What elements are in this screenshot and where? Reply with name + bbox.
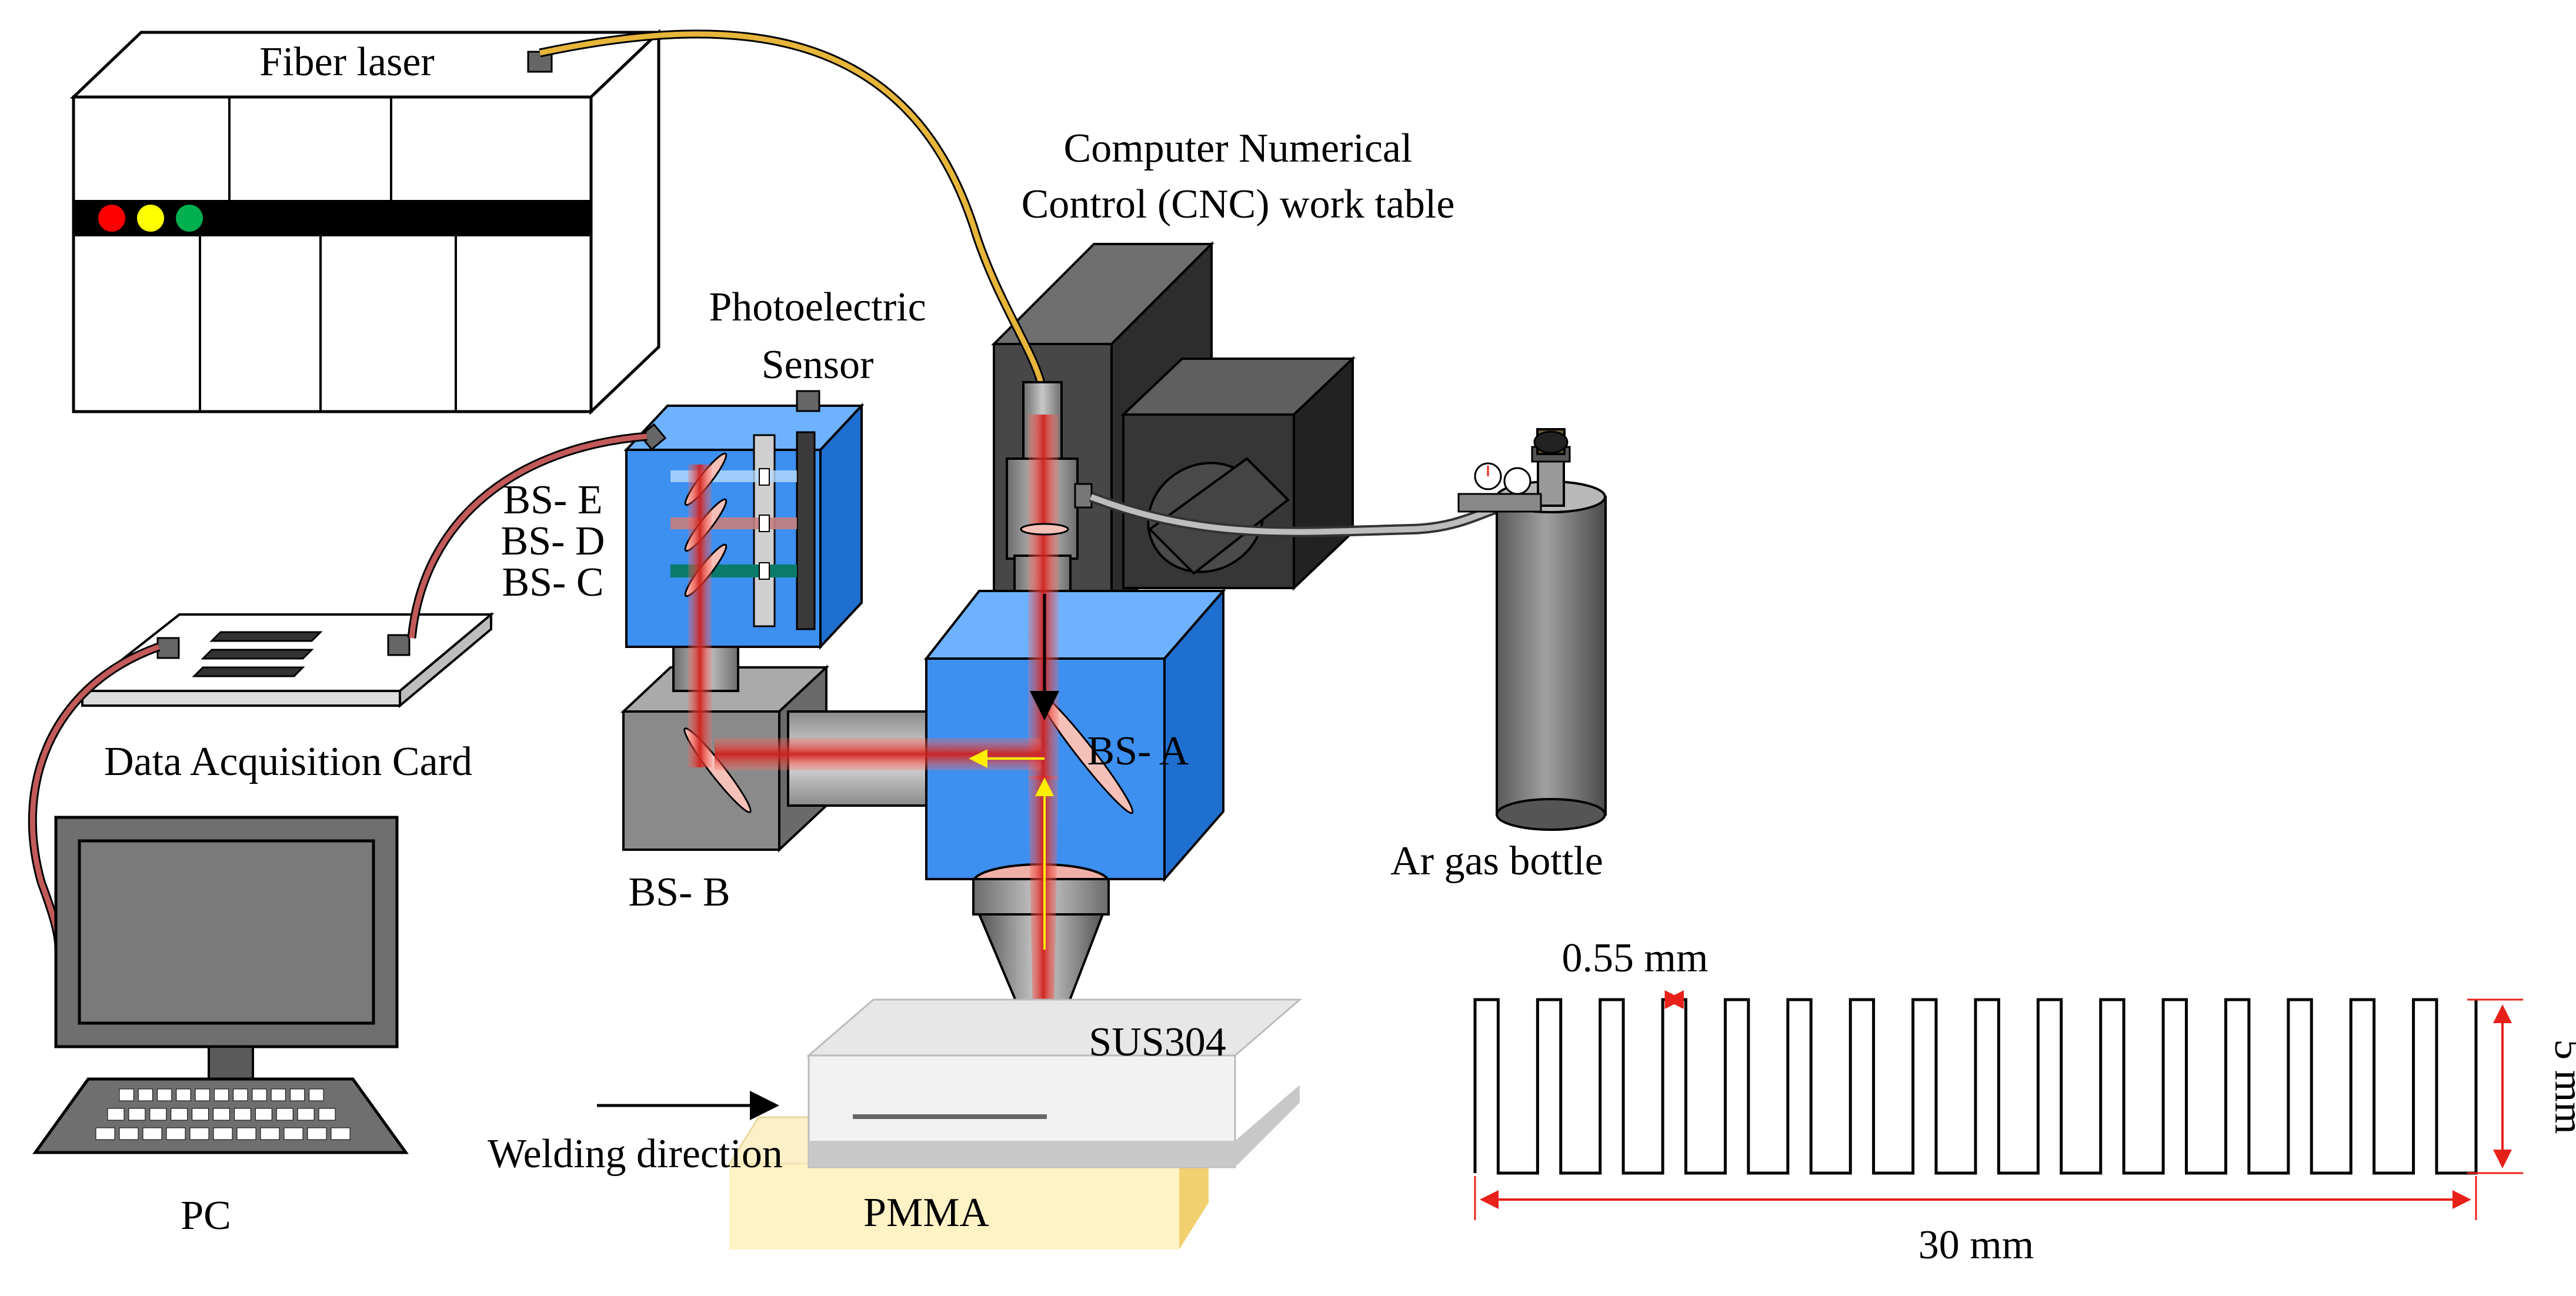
serpentine-path: [1473, 998, 2478, 1175]
keyboard-key: [176, 1088, 191, 1101]
label-bs-d: BS- D: [501, 519, 605, 564]
label-cnc-line1: Computer Numerical: [1064, 126, 1413, 171]
keyboard-key: [142, 1127, 162, 1140]
keyboard-key: [95, 1127, 115, 1140]
keyboard-key: [195, 1088, 210, 1101]
keyboard-key: [189, 1127, 209, 1140]
keyboard-key: [255, 1108, 272, 1121]
label-pmma: PMMA: [863, 1190, 989, 1235]
keyboard-key: [213, 1127, 233, 1140]
keyboard-key: [213, 1108, 230, 1121]
workpiece: [728, 998, 1303, 1250]
label-pc: PC: [181, 1193, 231, 1238]
keyboard-key: [297, 1108, 315, 1121]
weld-pattern: [1473, 998, 2478, 1175]
keyboard-key: [271, 1088, 286, 1101]
keyboard-key: [318, 1108, 336, 1121]
yellow-indicator-icon: [137, 205, 164, 232]
fiber-laser-unit: Fiber laser: [69, 29, 663, 415]
label-bs-e: BS- E: [503, 477, 602, 523]
label-sus304: SUS304: [1089, 1020, 1226, 1065]
dimension-width: [1474, 1176, 2477, 1220]
label-width: 30 mm: [1918, 1222, 2034, 1268]
label-welding-direction: Welding direction: [488, 1131, 783, 1177]
keyboard-key: [138, 1088, 154, 1101]
data-acquisition-card: [79, 612, 495, 709]
laser-beams: [715, 415, 1069, 1070]
keyboard-key: [213, 1088, 229, 1101]
green-indicator-icon: [176, 205, 203, 232]
label-photo-line2: Sensor: [762, 342, 874, 388]
label-height: 5 mm: [2546, 1039, 2576, 1134]
keyboard-key: [309, 1088, 324, 1101]
dimension-height: [2467, 998, 2523, 1174]
pc: [32, 816, 409, 1154]
keyboard-key: [331, 1127, 351, 1140]
bs-a-housing: [923, 587, 1226, 1071]
label-daq: Data Acquisition Card: [104, 739, 472, 784]
keyboard-key: [192, 1108, 209, 1121]
keyboard-key: [107, 1108, 125, 1121]
keyboard-key: [119, 1088, 134, 1101]
keyboard-key: [283, 1127, 303, 1140]
label-gap: 0.55 mm: [1562, 936, 1709, 981]
label-fiber-laser: Fiber laser: [259, 39, 434, 85]
label-ar-gas-bottle: Ar gas bottle: [1390, 839, 1603, 884]
keyboard-key: [307, 1127, 327, 1140]
keyboard-key: [252, 1088, 267, 1101]
red-indicator-icon: [98, 205, 125, 232]
keyboard-key: [289, 1088, 305, 1101]
keyboard-key: [128, 1108, 146, 1121]
ar-gas-bottle: [1457, 428, 1607, 831]
keyboard-key: [119, 1127, 139, 1140]
keyboard-key: [236, 1127, 256, 1140]
label-bs-a: BS- A: [1087, 729, 1189, 774]
keyboard-key: [171, 1108, 188, 1121]
label-bs-b: BS- B: [628, 870, 730, 915]
keyboard-key: [157, 1088, 172, 1101]
keyboard-key: [233, 1088, 248, 1101]
keyboard-key: [276, 1108, 293, 1121]
keyboard-key: [149, 1108, 167, 1121]
keyboard-key: [233, 1108, 251, 1121]
label-cnc-line2: Control (CNC) work table: [1022, 182, 1455, 227]
label-bs-c: BS- C: [502, 560, 603, 605]
keyboard-key: [166, 1127, 186, 1140]
label-photo-line1: Photoelectric: [709, 285, 926, 330]
photoelectric-sensor: [623, 390, 865, 650]
keyboard-key: [260, 1127, 280, 1140]
